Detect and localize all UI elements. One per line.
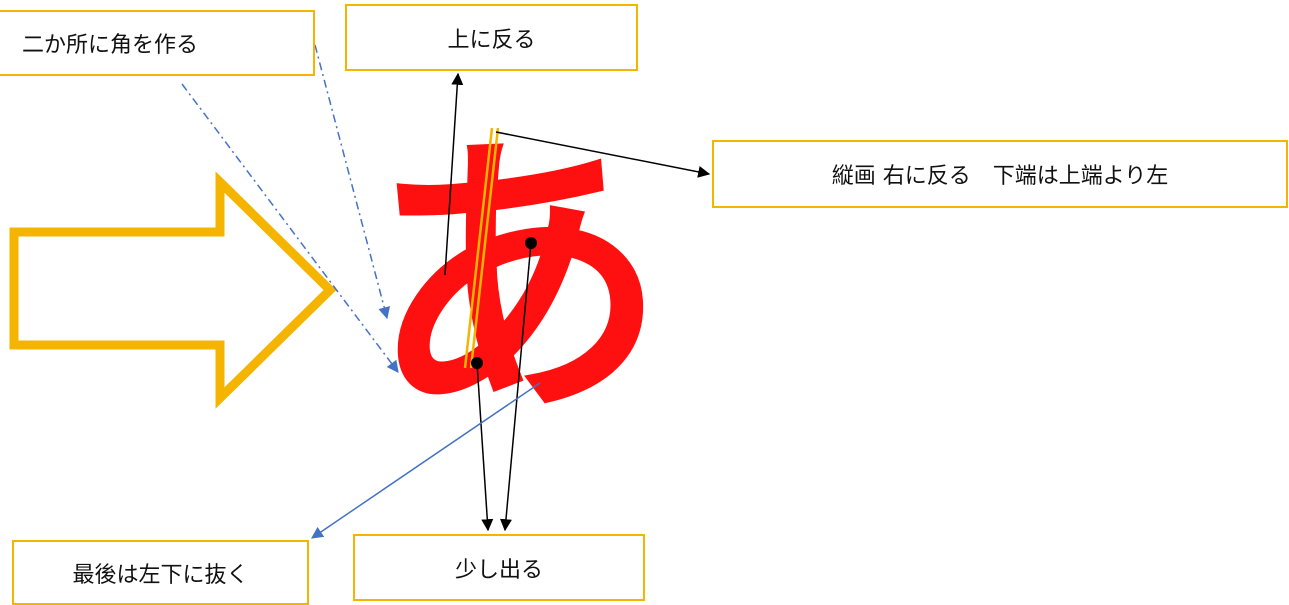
out-arrow-2 bbox=[499, 242, 532, 532]
callout-curve-up-label: 上に反る bbox=[447, 27, 536, 53]
callout-vertical-stroke-label: 縦画 右に反る 下端は上端より左 bbox=[831, 164, 1169, 189]
vertical-arrow bbox=[495, 131, 711, 178]
callout-vertical-stroke: 縦画 右に反る 下端は上端より左 bbox=[712, 140, 1288, 208]
callout-two-corners-label: 二か所に角を作る bbox=[22, 33, 199, 58]
callout-final-sweep: 最後は左下に抜く bbox=[12, 540, 309, 605]
big-arrow-shape bbox=[9, 171, 337, 409]
corner-pointer-2 bbox=[181, 83, 399, 373]
callout-final-sweep-label: 最後は左下に抜く bbox=[72, 562, 249, 588]
vertical-guide-line-a bbox=[463, 127, 494, 369]
callout-slight-protrude: 少し出る bbox=[353, 534, 645, 601]
callout-two-corners: 二か所に角を作る bbox=[0, 10, 315, 76]
vertical-guide-line-b bbox=[469, 127, 500, 369]
callout-slight-protrude-label: 少し出る bbox=[454, 557, 543, 583]
corner-pointer-1 bbox=[314, 44, 391, 320]
top-arrow bbox=[444, 72, 464, 276]
callout-curve-up: 上に反る bbox=[345, 4, 638, 71]
out-arrow-1 bbox=[476, 362, 494, 532]
last-pointer bbox=[311, 382, 541, 539]
